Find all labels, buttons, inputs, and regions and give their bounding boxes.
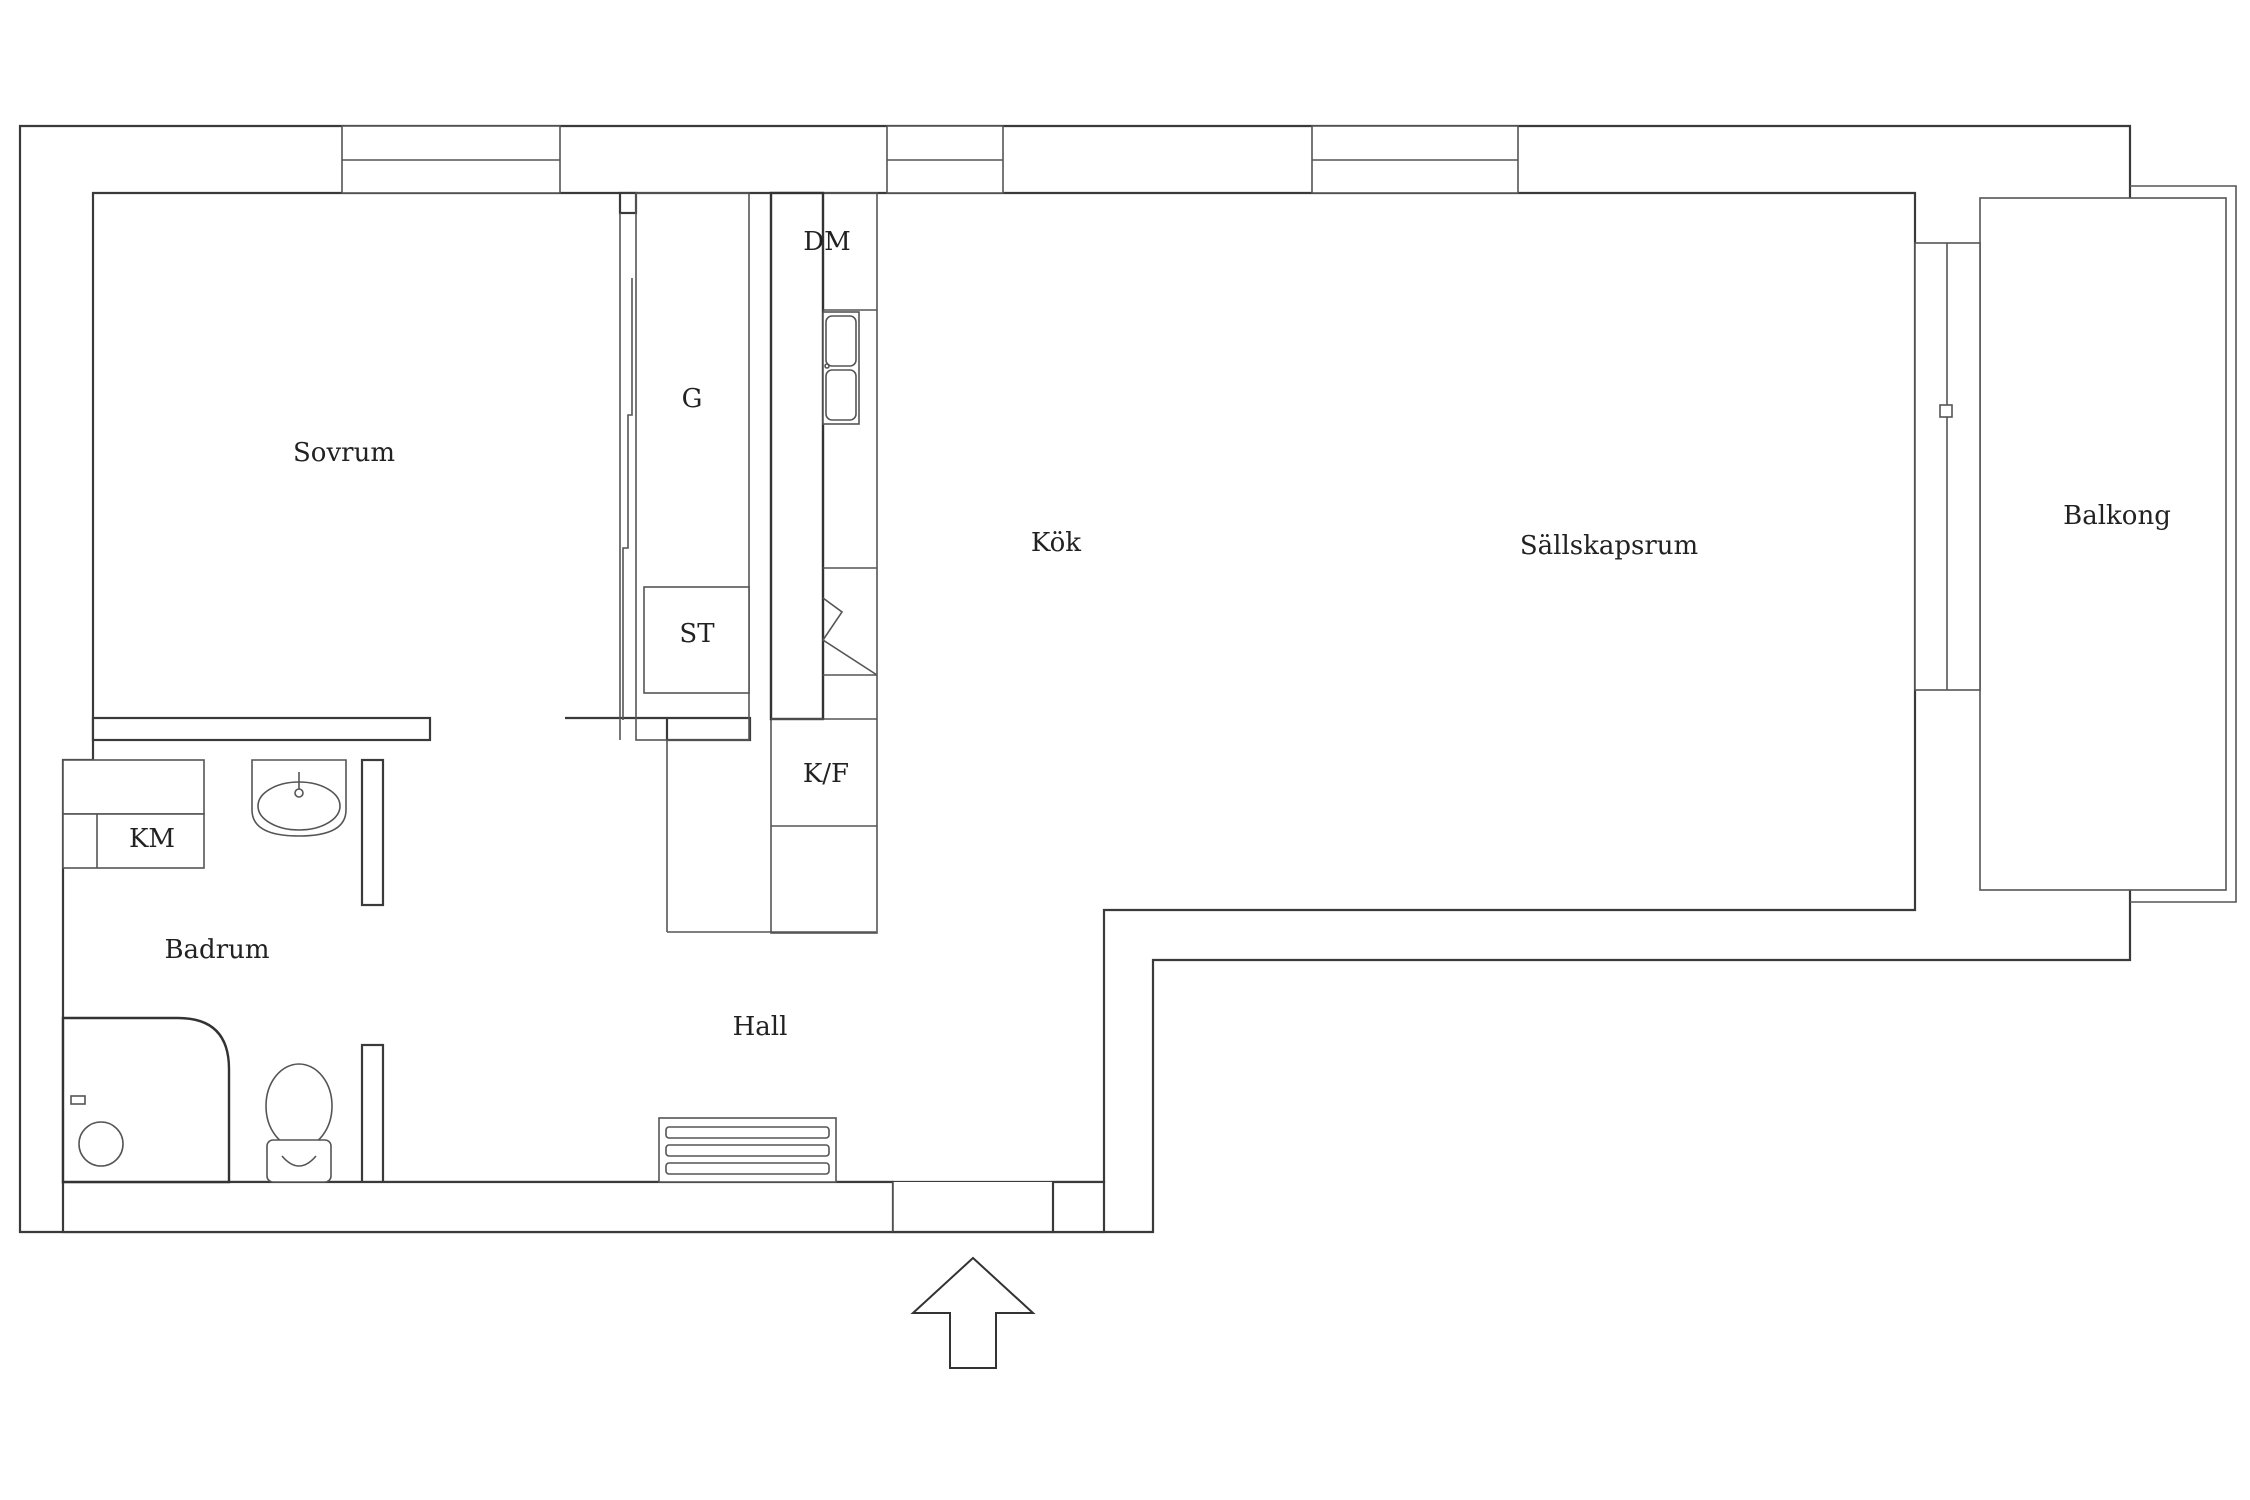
room-label-dm: DM xyxy=(803,227,850,257)
toilet-icon xyxy=(265,1063,333,1183)
room-label-kok: Kök xyxy=(1031,528,1081,558)
balcony xyxy=(1914,185,2237,903)
entrance-arrow-icon xyxy=(910,1256,1036,1369)
room-label-kf: K/F xyxy=(803,759,849,789)
room-label-g: G xyxy=(682,384,703,414)
windows-top xyxy=(341,125,1519,194)
kitchen-counter xyxy=(769,191,878,934)
washer-cabinet xyxy=(62,759,205,869)
kitchen-sink-icon xyxy=(822,311,860,425)
sink-icon xyxy=(251,759,347,837)
entrance-opening xyxy=(893,1182,1053,1233)
radiator-icon xyxy=(658,1117,837,1183)
shower-icon xyxy=(61,1016,231,1184)
room-label-sallskapsrum: Sällskapsrum xyxy=(1520,531,1698,561)
room-label-balkong: Balkong xyxy=(2063,501,2171,531)
room-label-km: KM xyxy=(129,824,175,854)
room-label-st: ST xyxy=(679,619,715,649)
room-label-badrum: Badrum xyxy=(164,935,269,965)
room-label-hall: Hall xyxy=(733,1012,788,1042)
interior-walls xyxy=(61,191,895,1234)
wardrobe xyxy=(619,192,750,741)
room-label-sovrum: Sovrum xyxy=(293,438,395,468)
outer-walls xyxy=(18,124,2132,1234)
